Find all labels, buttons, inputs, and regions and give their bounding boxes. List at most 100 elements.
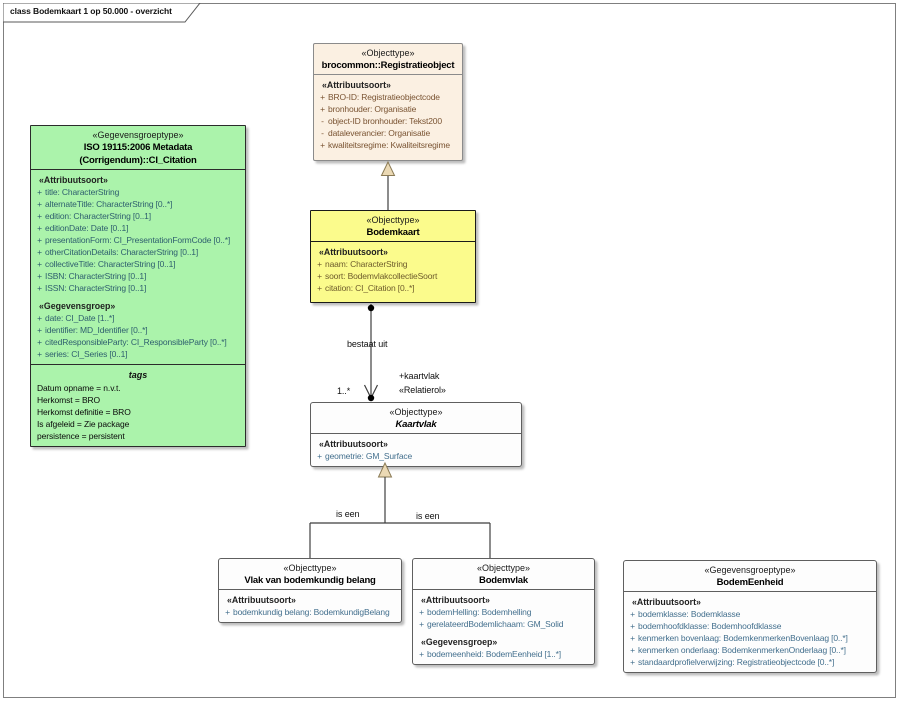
uml-class-bodemkaart[interactable]: «Objecttype»Bodemkaart«Attribuutsoort»+n… bbox=[310, 210, 476, 303]
visibility-sign: + bbox=[317, 271, 322, 281]
association-multiplicity: 1..* bbox=[337, 386, 351, 396]
visibility-sign: + bbox=[630, 645, 635, 655]
attribute-text: dataleverancier: Organisatie bbox=[328, 128, 431, 138]
tag-row: Herkomst definitie = BRO bbox=[37, 407, 131, 417]
visibility-sign: + bbox=[320, 104, 325, 114]
uml-class-kaartvlak[interactable]: «Objecttype»Kaartvlak«Attribuutsoort»+ge… bbox=[310, 402, 522, 467]
attribute-row: +presentationForm: CI_PresentationFormCo… bbox=[34, 234, 242, 246]
visibility-sign: + bbox=[37, 325, 42, 335]
attribute-row: +BRO-ID: Registratieobjectcode bbox=[317, 91, 459, 103]
tag-row: Herkomst = BRO bbox=[37, 395, 101, 405]
diagram-title: class Bodemkaart 1 op 50.000 - overzicht bbox=[10, 6, 172, 16]
attribute-row: +ISBN: CharacterString [0..1] bbox=[34, 270, 242, 282]
class-name: Vlak van bodemkundig belang bbox=[244, 575, 376, 586]
visibility-sign: + bbox=[37, 271, 42, 281]
attribute-row: +geometrie: GM_Surface bbox=[314, 450, 518, 462]
attribute-row: +date: CI_Date [1..*] bbox=[34, 312, 242, 324]
stereotype-group-label: «Attribuutsoort» bbox=[632, 597, 701, 607]
stereotype-group-label: «Gegevensgroep» bbox=[421, 637, 498, 647]
visibility-sign: + bbox=[37, 313, 42, 323]
attribute-text: date: CI_Date [1..*] bbox=[45, 313, 115, 323]
visibility-sign: + bbox=[630, 621, 635, 631]
visibility-sign: + bbox=[317, 451, 322, 461]
attribute-row: +kenmerken bovenlaag: BodemkenmerkenBove… bbox=[627, 632, 873, 644]
attribute-text: bronhouder: Organisatie bbox=[328, 104, 417, 114]
uml-class-ci-citation[interactable]: «Gegevensgroeptype»ISO 19115:2006 Metada… bbox=[30, 125, 246, 447]
attribute-row: +citation: CI_Citation [0..*] bbox=[314, 282, 472, 294]
stereotype-group-label: «Attribuutsoort» bbox=[421, 595, 490, 605]
visibility-sign: + bbox=[225, 607, 230, 617]
visibility-sign: + bbox=[419, 619, 424, 629]
generalization-label-right: is een bbox=[416, 511, 440, 521]
class-name: Bodemvlak bbox=[479, 575, 528, 586]
attribute-row: +gerelateerdBodemlichaam: GM_Solid bbox=[416, 618, 591, 630]
class-stereotype: «Objecttype» bbox=[366, 215, 420, 225]
attribute-text: edition: CharacterString [0..1] bbox=[45, 211, 151, 221]
attribute-text: bodemhoofdklasse: Bodemhoofdklasse bbox=[638, 621, 782, 631]
visibility-sign: + bbox=[630, 633, 635, 643]
attribute-row: +bronhouder: Organisatie bbox=[317, 103, 459, 115]
visibility-sign: + bbox=[419, 607, 424, 617]
attribute-row: +editionDate: Date [0..1] bbox=[34, 222, 242, 234]
class-name: brocommon::Registratieobject bbox=[321, 60, 455, 71]
attribute-text: naam: CharacterString bbox=[325, 259, 408, 269]
attribute-row: +bodemHelling: Bodemhelling bbox=[416, 606, 591, 618]
class-name: Kaartvlak bbox=[395, 419, 437, 430]
visibility-sign: - bbox=[321, 128, 324, 138]
visibility-sign: + bbox=[37, 223, 42, 233]
attribute-text: citedResponsibleParty: CI_ResponsiblePar… bbox=[45, 337, 227, 347]
class-compartment: «Attribuutsoort»+bodemHelling: Bodemhell… bbox=[413, 589, 594, 664]
class-stereotype: «Objecttype» bbox=[283, 563, 337, 573]
stereotype-group-label: «Attribuutsoort» bbox=[319, 439, 388, 449]
stereotype-group-label: «Attribuutsoort» bbox=[319, 247, 388, 257]
class-compartment: «Attribuutsoort»+geometrie: GM_Surface bbox=[311, 433, 521, 466]
class-name: BodemEenheid bbox=[716, 577, 784, 588]
tag-row: Is afgeleid = Zie package bbox=[37, 419, 130, 429]
attribute-text: collectiveTitle: CharacterString [0..1] bbox=[45, 259, 176, 269]
attribute-text: bodemHelling: Bodemhelling bbox=[427, 607, 532, 617]
attribute-row: -object-ID bronhouder: Tekst200 bbox=[317, 115, 459, 127]
tag-row: Datum opname = n.v.t. bbox=[37, 383, 121, 393]
stereotype-group-label: «Attribuutsoort» bbox=[39, 175, 108, 185]
attribute-text: kenmerken bovenlaag: BodemkenmerkenBoven… bbox=[638, 633, 848, 643]
visibility-sign: + bbox=[37, 259, 42, 269]
attribute-row: +kwaliteitsregime: Kwaliteitsregime bbox=[317, 139, 459, 151]
attribute-row: +bodemeenheid: BodemEenheid [1..*] bbox=[416, 648, 591, 660]
attribute-row: +collectiveTitle: CharacterString [0..1] bbox=[34, 258, 242, 270]
uml-class-bodemvlak[interactable]: «Objecttype»Bodemvlak«Attribuutsoort»+bo… bbox=[412, 558, 595, 665]
visibility-sign: + bbox=[317, 283, 322, 293]
attribute-text: ISBN: CharacterString [0..1] bbox=[45, 271, 147, 281]
visibility-sign: - bbox=[321, 116, 324, 126]
attribute-text: bodemkundig belang: BodemkundigBelang bbox=[233, 607, 390, 617]
class-compartment: «Attribuutsoort»+naam: CharacterString+s… bbox=[311, 241, 475, 298]
visibility-sign: + bbox=[320, 92, 325, 102]
attribute-text: presentationForm: CI_PresentationFormCod… bbox=[45, 235, 231, 245]
visibility-sign: + bbox=[37, 199, 42, 209]
visibility-sign: + bbox=[320, 140, 325, 150]
association-role-stereotype: «Relatierol» bbox=[399, 385, 446, 395]
visibility-sign: + bbox=[37, 187, 42, 197]
visibility-sign: + bbox=[630, 657, 635, 667]
attribute-text: citation: CI_Citation [0..*] bbox=[325, 283, 415, 293]
uml-class-registratieobject[interactable]: «Objecttype»brocommon::Registratieobject… bbox=[313, 43, 463, 161]
class-header: «Gegevensgroeptype»ISO 19115:2006 Metada… bbox=[31, 126, 245, 169]
attribute-text: alternateTitle: CharacterString [0..*] bbox=[45, 199, 173, 209]
generalization-label-left: is een bbox=[336, 509, 360, 519]
attribute-row: +citedResponsibleParty: CI_ResponsiblePa… bbox=[34, 336, 242, 348]
visibility-sign: + bbox=[37, 247, 42, 257]
visibility-sign: + bbox=[317, 259, 322, 269]
uml-class-vlak-bodemkundig-belang[interactable]: «Objecttype» Vlak van bodemkundig belang«… bbox=[218, 558, 402, 623]
class-header: «Objecttype»brocommon::Registratieobject bbox=[314, 44, 462, 74]
attribute-row: +series: CI_Series [0..1] bbox=[34, 348, 242, 360]
attribute-row: +bodemklasse: Bodemklasse bbox=[627, 608, 873, 620]
attribute-text: object-ID bronhouder: Tekst200 bbox=[328, 116, 442, 126]
attribute-text: geometrie: GM_Surface bbox=[325, 451, 413, 461]
class-compartment: «Attribuutsoort»+bodemklasse: Bodemklass… bbox=[624, 591, 876, 672]
class-header: «Objecttype» Vlak van bodemkundig belang bbox=[219, 559, 401, 589]
stereotype-group-label: «Attribuutsoort» bbox=[322, 80, 391, 90]
uml-class-bodemeenheid[interactable]: «Gegevensgroeptype»BodemEenheid«Attribuu… bbox=[623, 560, 877, 673]
class-compartment: «Attribuutsoort»+BRO-ID: Registratieobje… bbox=[314, 74, 462, 155]
attribute-row: +bodemkundig belang: BodemkundigBelang bbox=[222, 606, 398, 618]
